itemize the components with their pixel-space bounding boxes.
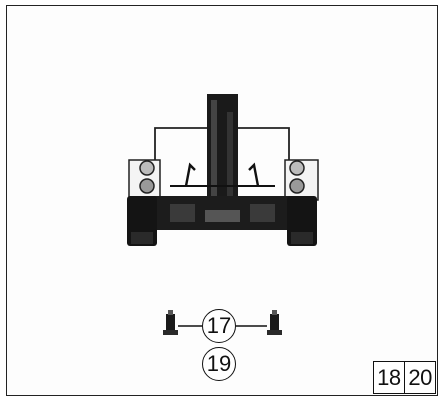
column-shade: [227, 112, 233, 202]
page-ref-left: 18: [377, 364, 401, 390]
page-ref-right: 20: [408, 364, 432, 390]
axle-detail-left: [170, 204, 195, 222]
right-light-top: [289, 160, 305, 176]
callout-17: 17: [202, 309, 236, 343]
axle-detail-right: [250, 204, 275, 222]
left-bolt-part: [163, 310, 178, 335]
right-tyre-tread: [291, 232, 313, 244]
left-light-top: [139, 160, 155, 176]
right-light-bottom: [289, 178, 305, 194]
callout-19-label: 19: [206, 351, 232, 376]
pto-housing: [205, 210, 240, 222]
right-bolt-part: [267, 310, 282, 335]
page-ref-divider: [403, 362, 406, 393]
callout-17-label: 17: [206, 313, 232, 338]
column-highlight: [211, 100, 217, 210]
left-light-bottom: [139, 178, 155, 194]
page-reference-box: 18 20: [373, 361, 436, 394]
left-tyre-tread: [131, 232, 153, 244]
left-hitch-arm: [184, 162, 196, 187]
callout-19: 19: [202, 347, 236, 381]
right-hitch-arm: [248, 162, 260, 187]
